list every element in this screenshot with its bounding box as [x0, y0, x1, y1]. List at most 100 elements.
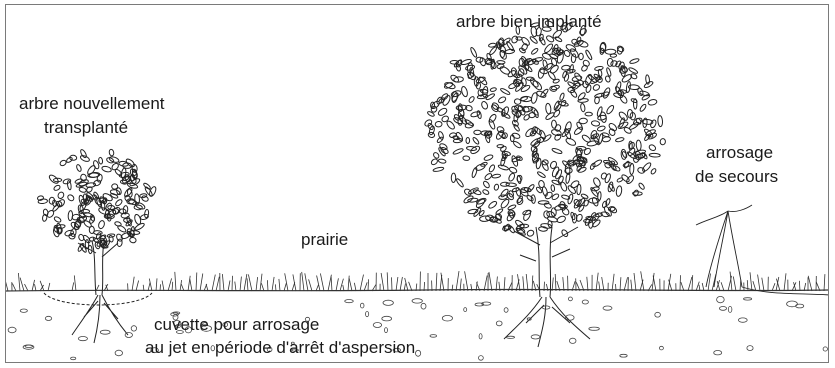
- leaf: [650, 168, 657, 175]
- pebble: [175, 330, 184, 334]
- leaf: [570, 211, 576, 221]
- grass-blade: [354, 282, 357, 292]
- leaf: [572, 153, 582, 162]
- leaf: [578, 159, 585, 169]
- leaf: [517, 105, 526, 116]
- leaf: [116, 187, 122, 196]
- grass-blade: [95, 284, 100, 292]
- grass-blade: [255, 277, 258, 292]
- grass-blade: [729, 271, 733, 292]
- leaf: [583, 199, 589, 207]
- leaf: [618, 111, 628, 121]
- pebble: [22, 344, 35, 350]
- leaf: [108, 234, 114, 243]
- leaf: [609, 206, 618, 214]
- leaf: [593, 177, 601, 187]
- leaf: [561, 194, 571, 200]
- leaf: [87, 244, 93, 255]
- leaf: [432, 166, 445, 172]
- leaf: [604, 48, 617, 55]
- pebble: [495, 320, 503, 327]
- sprinkler-hose: [741, 286, 828, 296]
- leaf: [479, 215, 491, 222]
- grass-blade: [575, 282, 581, 292]
- leaf: [576, 121, 583, 130]
- leaf: [75, 181, 88, 188]
- leaf: [604, 162, 612, 169]
- grass-blade: [652, 275, 657, 292]
- pebble: [530, 334, 541, 340]
- pebble: [173, 320, 182, 327]
- leaf: [567, 81, 576, 89]
- leaf: [537, 171, 546, 178]
- grass-blade: [633, 272, 637, 292]
- leaf: [532, 80, 543, 91]
- leaf: [616, 46, 624, 55]
- leaf: [557, 101, 569, 107]
- leaf: [500, 188, 509, 198]
- leaf: [538, 226, 548, 232]
- leaf: [543, 202, 552, 209]
- leaf: [521, 43, 528, 51]
- leaf: [506, 193, 514, 201]
- leaf: [615, 185, 623, 197]
- pebble: [382, 299, 394, 306]
- leaf: [80, 173, 87, 182]
- grass-blade: [746, 280, 749, 292]
- leaf: [466, 146, 477, 151]
- leaf: [575, 213, 583, 222]
- grass-blade: [536, 284, 541, 292]
- leaf: [109, 189, 121, 196]
- leaf: [48, 196, 56, 205]
- leaf: [462, 155, 471, 161]
- leaf: [111, 183, 119, 190]
- leaf: [638, 182, 645, 190]
- leaf: [521, 58, 530, 68]
- leaf: [530, 92, 538, 104]
- leaf: [436, 136, 444, 143]
- leaf: [563, 73, 570, 82]
- leaf: [515, 36, 523, 41]
- leaf: [467, 208, 479, 215]
- leaf: [545, 102, 552, 115]
- leaf: [78, 187, 87, 193]
- pebble: [290, 341, 295, 345]
- pebble: [602, 305, 613, 311]
- leaf: [470, 47, 478, 58]
- leaf: [537, 200, 550, 205]
- leaf: [427, 122, 434, 131]
- grass-blade: [278, 278, 281, 292]
- grass-blade: [515, 279, 520, 292]
- leaf: [605, 198, 611, 206]
- leaf: [98, 220, 105, 230]
- leaf: [578, 117, 588, 125]
- leaf: [501, 106, 510, 117]
- grass-blade: [623, 277, 628, 292]
- leaf: [515, 25, 521, 35]
- leaf: [621, 65, 628, 73]
- leaf: [594, 65, 604, 71]
- leaf: [513, 124, 520, 132]
- leaf: [501, 37, 511, 46]
- leaf: [613, 92, 624, 99]
- leaf: [590, 130, 598, 139]
- leaf: [126, 228, 136, 238]
- leaf: [612, 165, 621, 172]
- leaf: [116, 233, 123, 242]
- leaf: [535, 27, 542, 37]
- grass-blade: [339, 278, 344, 292]
- grass-blade: [522, 276, 525, 292]
- leaf: [540, 88, 549, 98]
- watering-basin: [43, 292, 153, 306]
- leaf: [477, 89, 484, 97]
- illustration-frame: arbre nouvellement transplanté arbre bie…: [5, 4, 829, 363]
- pebble: [372, 322, 382, 328]
- leaf: [491, 173, 502, 179]
- grass-blade: [680, 281, 685, 292]
- leaf: [441, 115, 449, 123]
- leaf: [576, 36, 582, 45]
- leaf: [430, 158, 438, 166]
- grass-blade: [455, 271, 460, 292]
- grass-blade: [205, 284, 209, 292]
- leaf: [437, 107, 448, 116]
